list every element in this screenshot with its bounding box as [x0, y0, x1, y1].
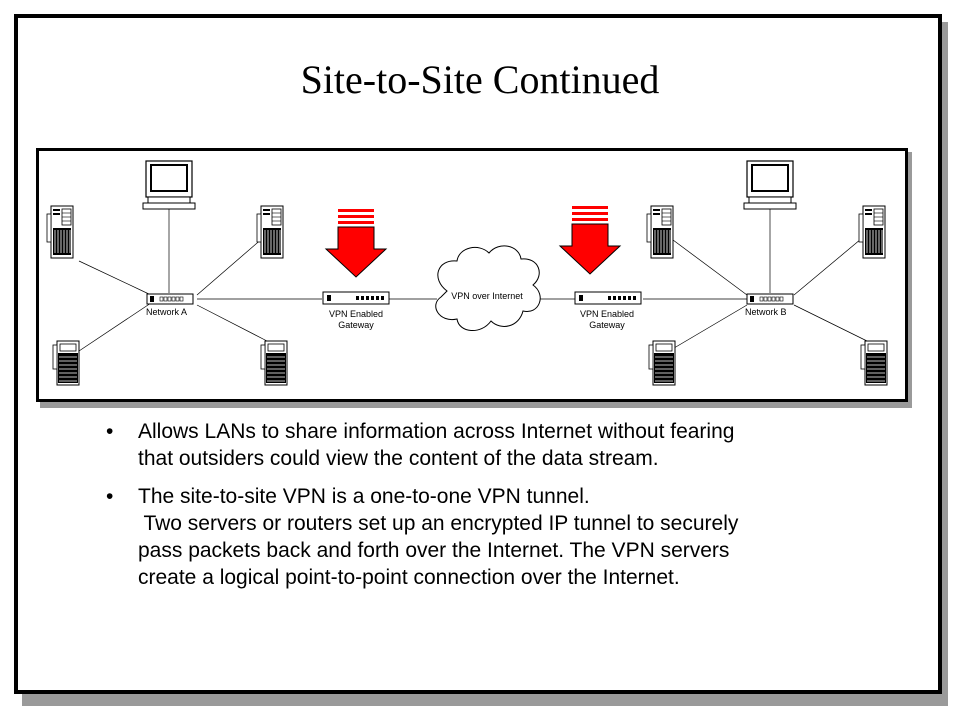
network-b-label: Network B — [745, 307, 787, 317]
gateway-icon — [322, 291, 390, 305]
internet-cloud-icon — [435, 245, 541, 331]
slide-title: Site-to-Site Continued — [300, 57, 660, 102]
network-diagram: Network A VPN Enabled Gateway VPN over I… — [36, 148, 908, 402]
red-arrow-icon — [559, 205, 621, 275]
red-arrow-icon — [325, 208, 387, 278]
hub-icon — [146, 293, 194, 305]
gateway-left-label-2: Gateway — [338, 320, 374, 330]
bullet-item: The site-to-site VPN is a one-to-one VPN… — [100, 483, 920, 592]
bullet-line: Two servers or routers set up an encrypt… — [138, 511, 739, 535]
server-icon — [52, 340, 80, 386]
bullet-list: Allows LANs to share information across … — [100, 418, 920, 602]
cloud-label: VPN over Internet — [451, 291, 523, 301]
server-tower-icon — [646, 205, 674, 259]
server-tower-icon — [256, 205, 284, 259]
bullet-line: create a logical point-to-point connecti… — [138, 566, 680, 590]
network-a-label: Network A — [146, 307, 187, 317]
server-icon — [860, 340, 888, 386]
workstation-icon — [142, 160, 196, 210]
server-tower-icon — [858, 205, 886, 259]
gateway-right-label-2: Gateway — [589, 320, 625, 330]
diagram-canvas: Network A VPN Enabled Gateway VPN over I… — [46, 160, 888, 386]
bullet-line: Allows LANs to share information across … — [138, 420, 735, 443]
bullet-line: The site-to-site VPN is a one-to-one VPN… — [138, 484, 590, 508]
bullet-line: that outsiders could view the content of… — [138, 447, 659, 471]
gateway-left-label-1: VPN Enabled — [329, 309, 383, 319]
gateway-right-label-1: VPN Enabled — [580, 309, 634, 319]
server-tower-icon — [46, 205, 74, 259]
bullet-item: Allows LANs to share information across … — [100, 418, 920, 473]
hub-icon — [746, 293, 794, 305]
bullet-line: pass packets back and forth over the Int… — [138, 539, 730, 563]
gateway-icon — [574, 291, 642, 305]
server-icon — [648, 340, 676, 386]
workstation-icon — [743, 160, 797, 210]
server-icon — [260, 340, 288, 386]
